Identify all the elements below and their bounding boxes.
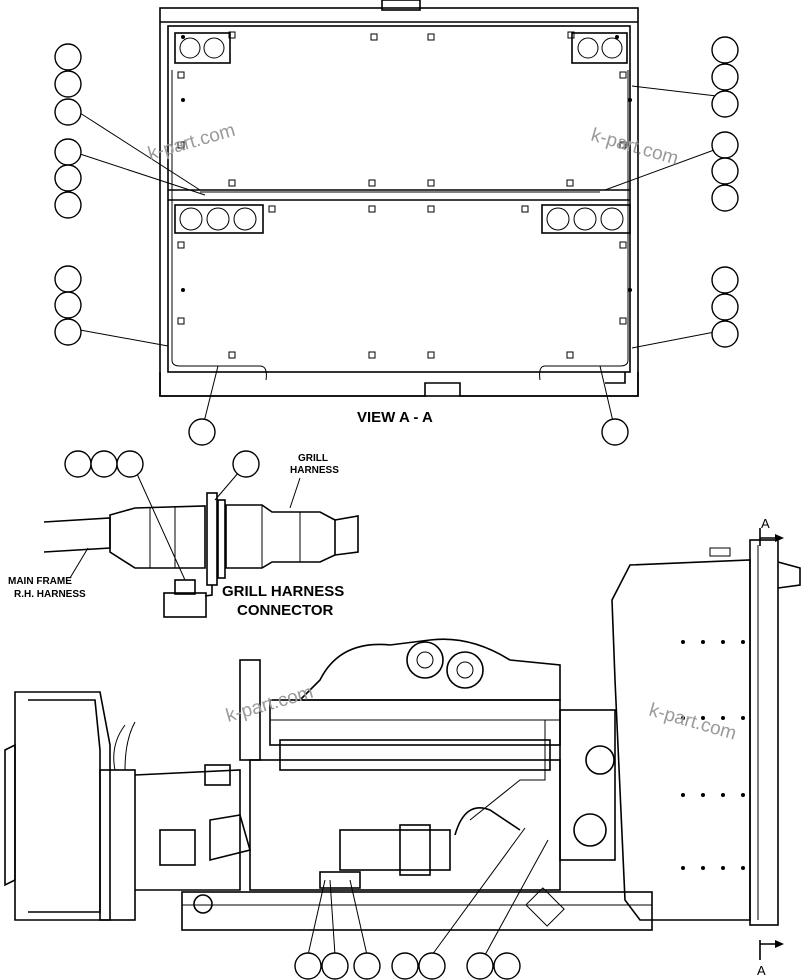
watermark: k-part.com (647, 700, 739, 745)
watermark: k-part.com (589, 125, 681, 170)
callout-bubble (294, 952, 322, 980)
callout-bubble (711, 157, 739, 185)
callout-bubble (711, 131, 739, 159)
callout-bubble (391, 952, 419, 980)
engine-assembly (4, 528, 801, 980)
callout-bubble (601, 418, 629, 446)
callout-bubble (711, 36, 739, 64)
callout-bubble (54, 138, 82, 166)
callout-bubble (711, 63, 739, 91)
view-title: VIEW A - A (357, 409, 433, 426)
callout-bubble (711, 320, 739, 348)
callout-bubble (466, 952, 494, 980)
callout-bubble (90, 450, 118, 478)
callout-bubble (54, 43, 82, 71)
main-frame-label-2: R.H. HARNESS (14, 589, 86, 600)
callout-bubble (232, 450, 260, 478)
callout-bubble (711, 293, 739, 321)
main-frame-label-1: MAIN FRAME (8, 576, 72, 587)
callout-bubble (418, 952, 446, 980)
connector-title-2: CONNECTOR (237, 602, 334, 619)
callout-bubble (54, 291, 82, 319)
callout-bubble (54, 318, 82, 346)
view-a-a-callouts (54, 36, 739, 446)
section-marker-bottom: A (757, 963, 766, 978)
grill-harness-label-1: GRILL (298, 453, 328, 464)
callout-bubble (188, 418, 216, 446)
callout-bubble (711, 90, 739, 118)
callout-bubble (493, 952, 521, 980)
callout-bubble (116, 450, 144, 478)
section-marker-top: A (761, 516, 770, 531)
callout-bubble (54, 191, 82, 219)
grill-harness-label-2: HARNESS (290, 465, 339, 476)
callout-bubble (64, 450, 92, 478)
callout-bubble (711, 184, 739, 212)
connector-title-1: GRILL HARNESS (222, 583, 344, 600)
callout-bubble (353, 952, 381, 980)
callout-bubble (321, 952, 349, 980)
callout-bubble (54, 70, 82, 98)
view-a-a-frame (159, 0, 639, 397)
connector-detail (43, 450, 359, 618)
callout-bubble (711, 266, 739, 294)
callout-bubble (54, 98, 82, 126)
callout-bubble (54, 265, 82, 293)
callout-bubble (54, 164, 82, 192)
